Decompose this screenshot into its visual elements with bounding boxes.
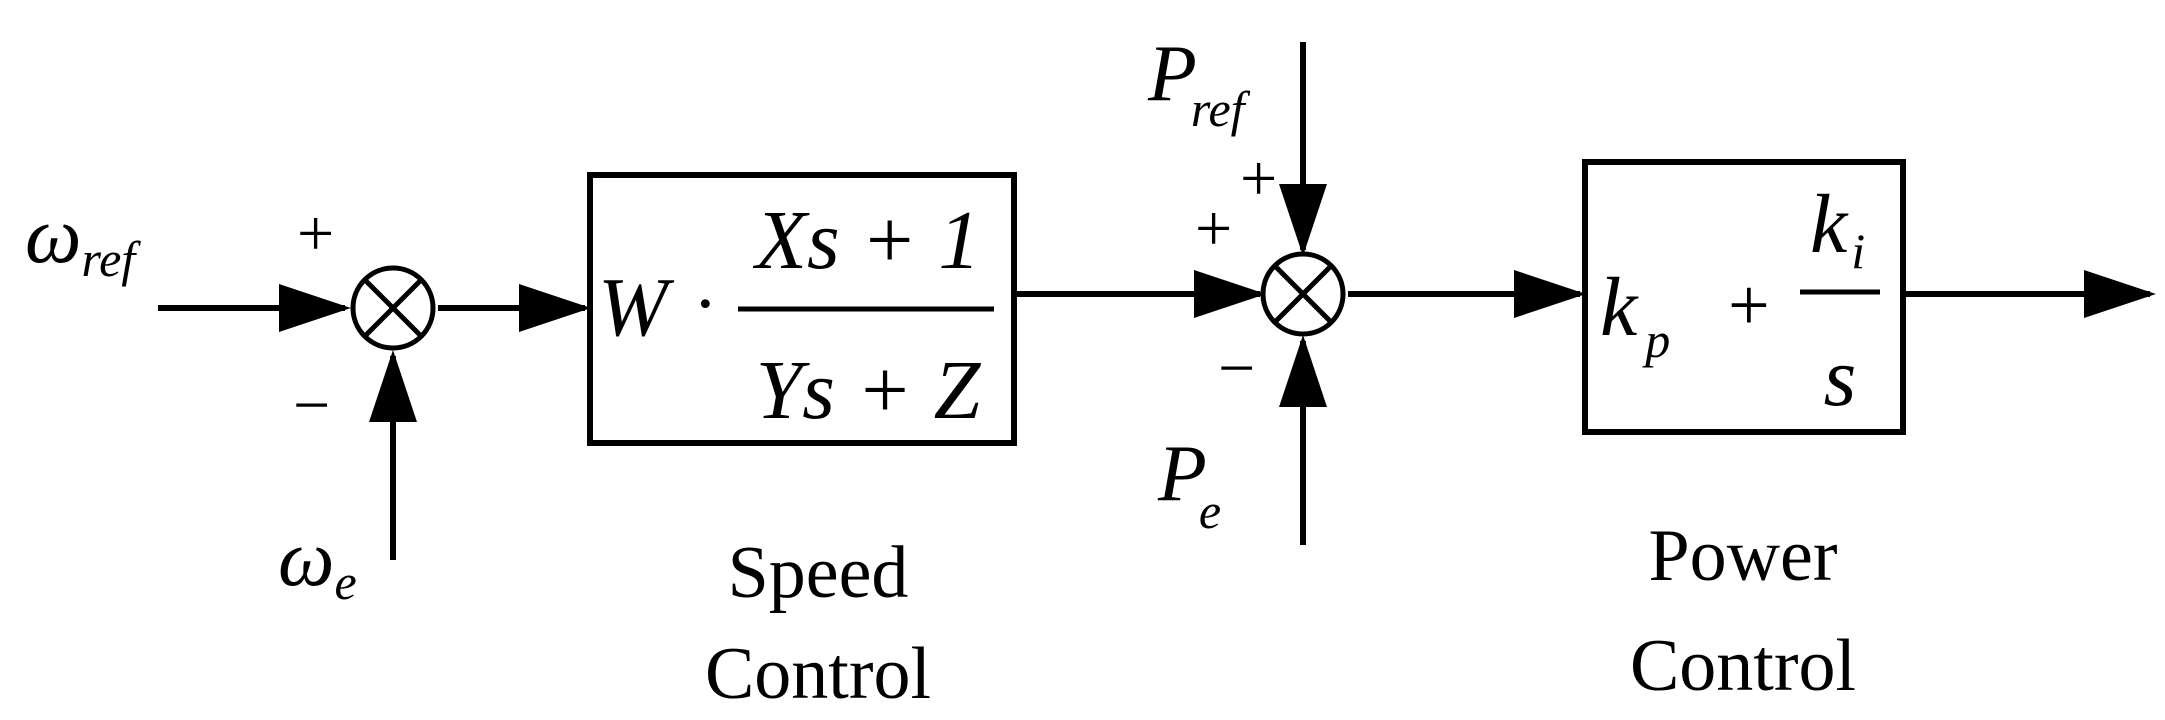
power-ki-denominator: s	[1824, 331, 1857, 424]
p-e-label: Pe	[1157, 430, 1221, 539]
sum1-plus-sign: +	[297, 197, 334, 270]
speed-gain-w: W	[598, 261, 675, 354]
omega-e-label: ωe	[278, 515, 357, 610]
power-control-block	[1582, 159, 1906, 435]
sum2-left-plus-sign: +	[1195, 192, 1232, 265]
power-ki-numerator: ki	[1810, 178, 1865, 279]
sum2-top-plus-sign: +	[1240, 142, 1277, 215]
speed-numerator: Xs + 1	[753, 194, 981, 287]
p-ref-label: Pref	[1147, 30, 1251, 137]
speed-denominator: Ys + Z	[756, 344, 982, 437]
speed-gain-dot: ·	[693, 263, 718, 345]
power-plus-sign: +	[1728, 265, 1770, 347]
speed-control-block	[587, 172, 1017, 446]
sum2-minus-sign: −	[1218, 332, 1255, 405]
speed-control-caption-line1: Speed	[728, 532, 909, 614]
summing-junction-power	[1260, 251, 1346, 337]
sum1-minus-sign: −	[293, 369, 330, 442]
speed-control-caption-line2: Control	[705, 633, 931, 715]
power-control-caption-line2: Control	[1630, 625, 1856, 707]
power-control-caption-line1: Power	[1648, 515, 1837, 597]
omega-ref-label: ωref	[25, 192, 141, 287]
summing-junction-speed	[350, 265, 436, 351]
